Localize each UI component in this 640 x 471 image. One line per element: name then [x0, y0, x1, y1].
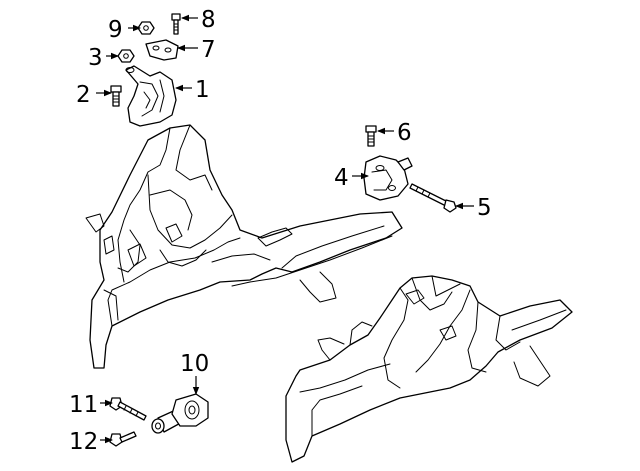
callout-12: 12: [69, 429, 98, 455]
bolt-icon: [365, 125, 377, 147]
callout-1: 1: [195, 77, 210, 103]
callout-7: 7: [201, 37, 216, 63]
bracket-plate-icon: [145, 39, 179, 61]
leader-lines: [96, 14, 474, 444]
nut-icon: [117, 49, 135, 63]
long-bolt-icon: [409, 183, 457, 213]
callout-labels: 1 2 3 4 5 6 7 8 9 10 11 12: [69, 7, 492, 455]
callout-3: 3: [88, 45, 103, 71]
callout-8: 8: [201, 7, 216, 33]
bolt-icon: [171, 13, 181, 35]
right-frame-rail-assembly: [285, 275, 573, 463]
callout-11: 11: [69, 392, 98, 418]
engine-mount-bracket-icon: [125, 65, 177, 127]
callout-2: 2: [76, 82, 91, 108]
callout-10: 10: [180, 351, 209, 377]
bolt-icon: [109, 431, 137, 447]
callout-6: 6: [397, 120, 412, 146]
bolt-icon: [110, 85, 122, 107]
transmission-mount-icon: [363, 155, 413, 201]
callout-5: 5: [477, 195, 492, 221]
nut-icon: [137, 21, 155, 35]
torque-rod-icon: [151, 393, 209, 434]
long-bolt-icon: [109, 397, 147, 421]
callout-9: 9: [108, 17, 123, 43]
left-frame-rail-assembly: [85, 124, 403, 369]
callout-4: 4: [334, 165, 349, 191]
